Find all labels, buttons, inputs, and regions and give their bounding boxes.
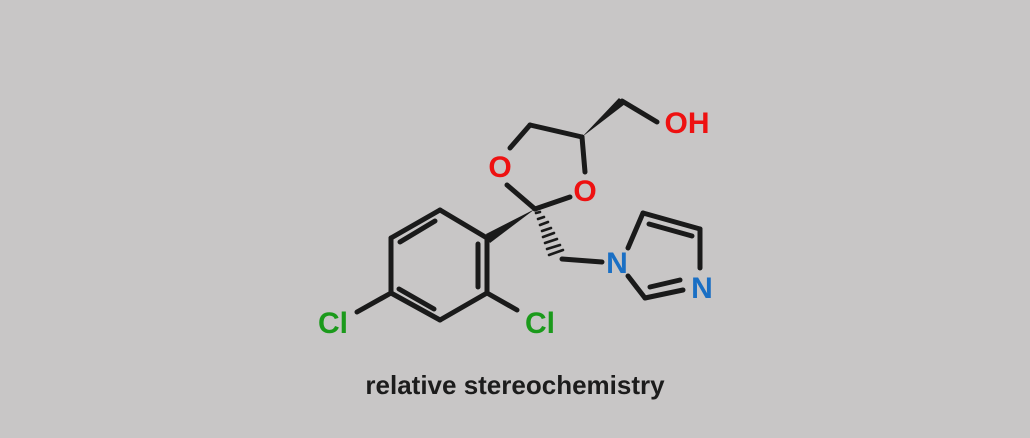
atom-cl-para: Cl <box>318 307 348 340</box>
bond-o3-c2 <box>532 194 573 212</box>
bond-n3-c2i <box>642 287 686 301</box>
hash-bond-c2-ch2 <box>534 210 565 257</box>
atom-n-imidazole-3: N <box>691 272 713 305</box>
bond-n3-c2i-inner <box>647 277 683 290</box>
bond-n1-c5i <box>625 210 646 251</box>
bond-ar-c3-c4 <box>388 290 443 323</box>
bond-c4-o3 <box>579 134 588 175</box>
atom-oh: OH <box>665 107 710 140</box>
bond-o1-c5 <box>507 122 533 151</box>
bond-c2i-n1 <box>625 273 648 301</box>
bond-c-cl-para <box>354 290 394 315</box>
bond-c4i-c4i-inner <box>646 221 695 239</box>
diagram-caption: relative stereochemistry <box>365 370 665 400</box>
atom-o-ring-left: O <box>488 151 511 184</box>
bond-ar-c2-c3 <box>437 290 490 323</box>
bond-ar-c5-c6 <box>388 207 443 241</box>
bond-ch2-oh <box>619 98 660 125</box>
bond-c2-o1 <box>504 182 538 212</box>
bond-ar-inner-2 <box>396 286 437 312</box>
bond-c5i-c4i <box>640 210 703 232</box>
bond-ch2-n1 <box>559 256 605 265</box>
wedge-bond-c4-ch2 <box>582 98 625 137</box>
atom-o-ring-right: O <box>573 175 596 208</box>
bond-c5-c4 <box>527 122 585 140</box>
atom-n-imidazole-1: N <box>606 247 628 280</box>
wedge-bond-c2-aryl <box>486 209 535 243</box>
bond-ar-inner-3 <box>397 218 438 245</box>
bond-c-cl-ortho <box>484 290 520 313</box>
bond-ar-c6-c1 <box>437 207 490 241</box>
atom-cl-ortho: Cl <box>525 307 555 340</box>
